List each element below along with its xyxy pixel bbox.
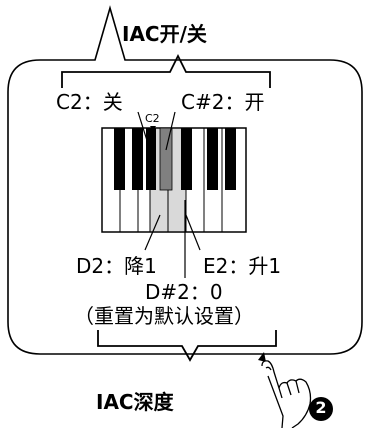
black-key: [114, 128, 125, 190]
black-key-cs2: [159, 127, 173, 191]
pointer-d2: [144, 214, 161, 251]
step-number: 2: [315, 398, 327, 417]
pointing-hand-icon: [261, 360, 312, 428]
note-ds2-label: D#2：0: [145, 280, 223, 304]
note-e2-label: E2：升1: [203, 254, 282, 278]
note-d2-label: D2：降1: [76, 254, 157, 278]
iac-on-off-label: IAC开/关: [122, 22, 207, 46]
bottom-bracket: [97, 330, 277, 362]
piano-keyboard: [101, 127, 247, 233]
pointer-c2: [137, 111, 151, 151]
note-c2-label: C2：关: [56, 90, 123, 114]
black-key: [207, 128, 218, 190]
black-key: [225, 128, 236, 190]
black-key-c2: [146, 128, 156, 190]
pointer-e2: [185, 214, 201, 251]
iac-depth-label: IAC深度: [96, 390, 174, 414]
reset-default-label: （重置为默认设置）: [74, 304, 254, 328]
black-key: [132, 128, 143, 190]
note-cs2-label: C#2：开: [181, 90, 265, 114]
small-arrow-icon: [258, 352, 266, 362]
key-marker-label: C2: [145, 112, 160, 125]
step-badge-circle: [309, 397, 333, 421]
black-key-ds2: [181, 128, 192, 190]
c2-marker-arrow: [150, 126, 156, 131]
pointer-cs2: [165, 111, 176, 151]
top-bracket: [61, 53, 271, 88]
